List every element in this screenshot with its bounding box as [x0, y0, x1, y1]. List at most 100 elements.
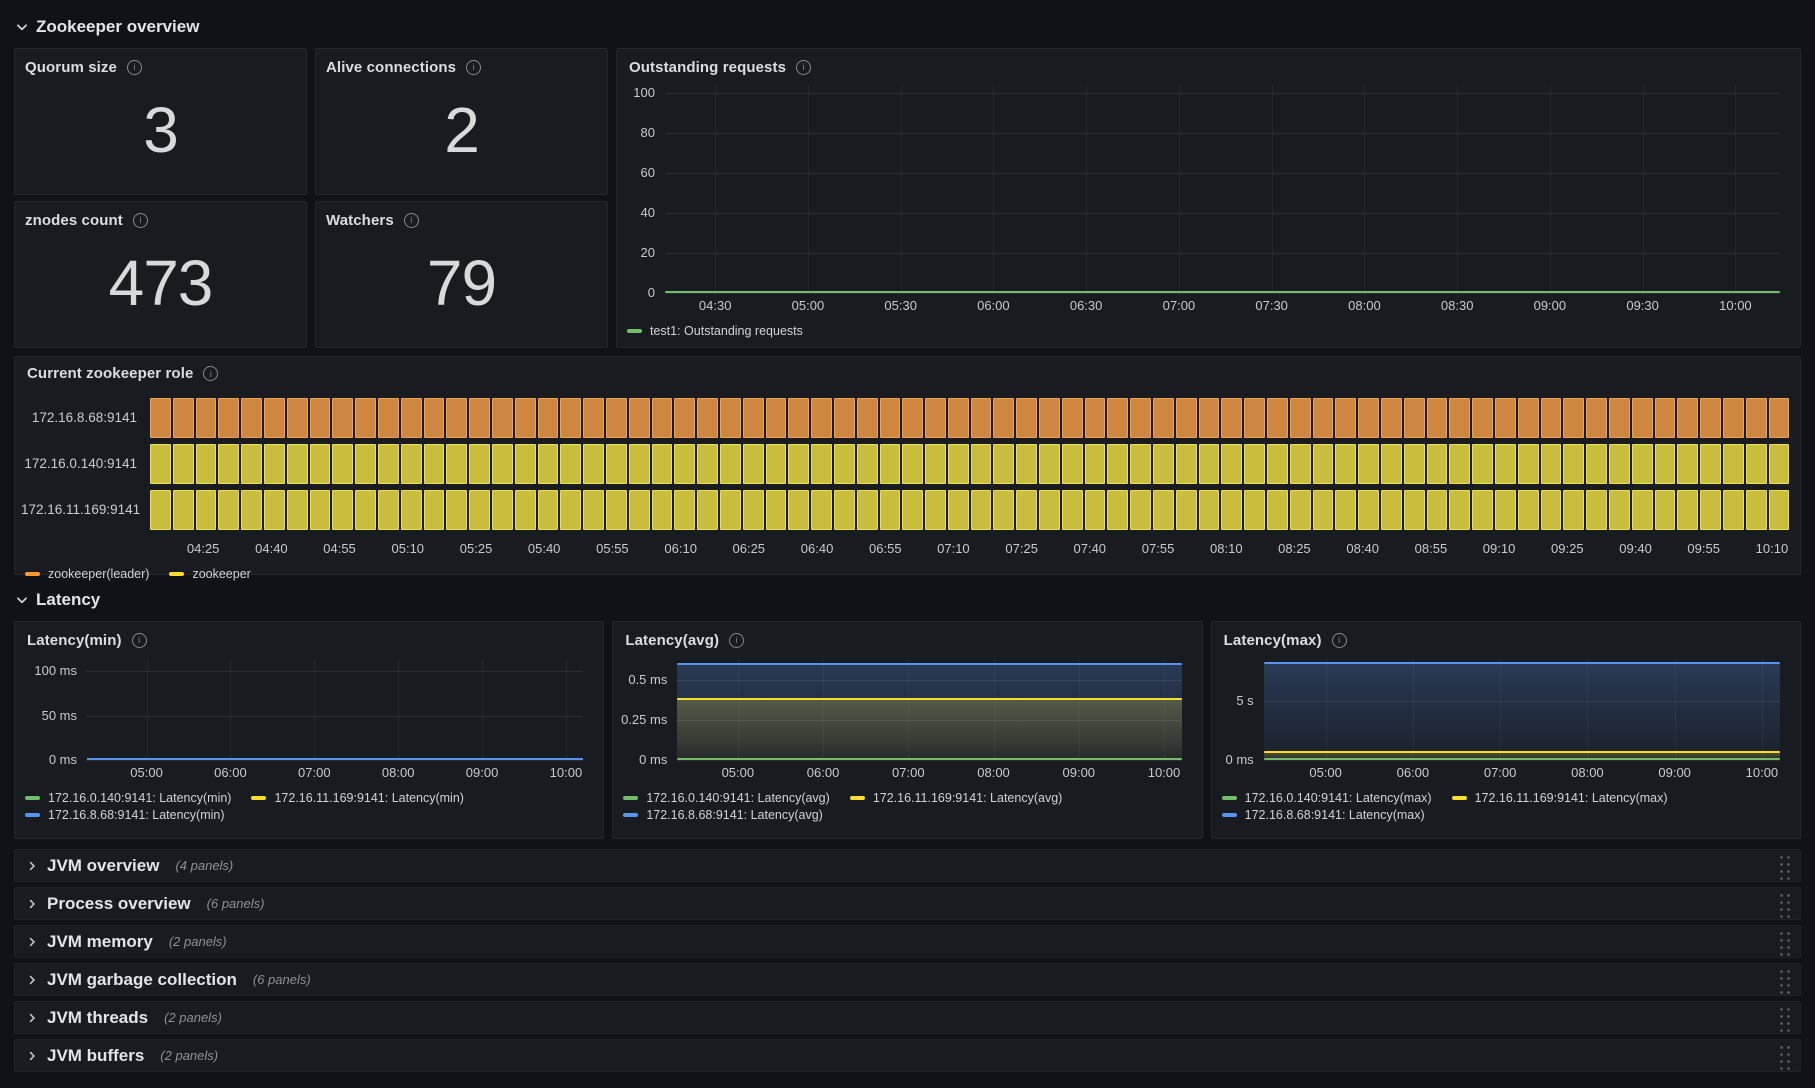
series-line [1263, 662, 1780, 665]
legend-item[interactable]: 172.16.8.68:9141: Latency(avg) [623, 808, 823, 822]
state-segment [537, 490, 559, 530]
row-header-latency[interactable]: Latency [14, 585, 1801, 615]
panel-header[interactable]: Alive connections [320, 51, 603, 77]
row-jvm-threads[interactable]: JVM threads (2 panels) [14, 1001, 1801, 1034]
legend-item[interactable]: 172.16.11.169:9141: Latency(max) [1451, 791, 1668, 805]
legend-item[interactable]: test1: Outstanding requests [627, 324, 803, 338]
state-segment [970, 490, 992, 530]
row-title: Process overview [47, 893, 191, 913]
state-segment [1061, 444, 1083, 484]
legend-item[interactable]: 172.16.0.140:9141: Latency(min) [25, 791, 231, 805]
state-segment [765, 490, 787, 530]
panel-header[interactable]: Current zookeeper role [21, 359, 1790, 382]
state-segment [1768, 444, 1790, 484]
state-segment [1517, 444, 1539, 484]
panel-header[interactable]: Latency(avg) [619, 624, 1191, 650]
gridline [87, 715, 584, 717]
row-jvm-overview[interactable]: JVM overview (4 panels) [14, 849, 1801, 882]
row-jvm-garbage-collection[interactable]: JVM garbage collection (6 panels) [14, 963, 1801, 996]
chevron-right-icon [25, 898, 39, 910]
series-line [665, 291, 1780, 293]
state-segment [1107, 490, 1129, 530]
panel-header[interactable]: znodes count [19, 204, 302, 230]
info-icon[interactable] [1331, 632, 1347, 648]
gridline [1549, 85, 1551, 293]
gridline [482, 658, 484, 760]
info-icon[interactable] [403, 212, 419, 228]
timeline-segments [149, 490, 1790, 530]
drag-handle-icon[interactable] [1778, 854, 1792, 880]
chevron-right-icon [25, 860, 39, 872]
state-segment [491, 398, 513, 438]
gridline [900, 85, 902, 293]
info-icon[interactable] [466, 59, 482, 75]
state-segment [491, 444, 513, 484]
info-icon[interactable] [131, 632, 147, 648]
gridline [1642, 85, 1644, 293]
row-jvm-buffers[interactable]: JVM buffers (2 panels) [14, 1039, 1801, 1072]
stat-value: 473 [108, 246, 214, 319]
panel-header[interactable]: Latency(min) [21, 624, 593, 650]
stat-value: 2 [444, 93, 480, 166]
drag-handle-icon[interactable] [1778, 892, 1792, 918]
x-axis-label: 04:25 [186, 541, 220, 556]
drag-handle-icon[interactable] [1778, 1006, 1792, 1032]
info-icon[interactable] [729, 632, 745, 648]
legend-item[interactable]: zookeeper [169, 567, 251, 581]
gridline [807, 85, 809, 293]
info-icon[interactable] [126, 59, 142, 75]
state-segment [1039, 444, 1060, 484]
series-line [1263, 751, 1780, 754]
drag-handle-icon[interactable] [1778, 1044, 1792, 1070]
panel-current-zookeeper-role: Current zookeeper role 172.16.8.68:91411… [14, 356, 1801, 581]
state-segment [1745, 444, 1767, 484]
state-segment [879, 490, 901, 530]
x-axis-label: 08:00 [381, 765, 415, 780]
legend-item[interactable]: 172.16.0.140:9141: Latency(avg) [623, 791, 830, 805]
state-segment [1244, 490, 1266, 530]
row-process-overview[interactable]: Process overview (6 panels) [14, 887, 1801, 920]
legend-item[interactable]: zookeeper(leader) [25, 567, 149, 581]
info-icon[interactable] [203, 366, 219, 381]
state-segment [1244, 444, 1266, 484]
state-segment [1130, 490, 1152, 530]
legend-item[interactable]: 172.16.11.169:9141: Latency(min) [251, 791, 464, 805]
legend-label: test1: Outstanding requests [650, 324, 803, 338]
drag-handle-icon[interactable] [1778, 930, 1792, 956]
panel-header[interactable]: Quorum size [19, 51, 302, 77]
chevron-right-icon [25, 1012, 39, 1024]
row-jvm-memory[interactable]: JVM memory (2 panels) [14, 925, 1801, 958]
plot-area [1263, 658, 1780, 761]
state-segment [583, 490, 604, 530]
row-header-zookeeper-overview[interactable]: Zookeeper overview [14, 12, 1801, 42]
drag-handle-icon[interactable] [1778, 968, 1792, 994]
state-segment [1540, 444, 1562, 484]
legend-item[interactable]: 172.16.8.68:9141: Latency(min) [25, 808, 225, 822]
panel-header[interactable]: Outstanding requests [623, 51, 1790, 77]
legend-item[interactable]: 172.16.0.140:9141: Latency(max) [1221, 791, 1432, 805]
series-area [1263, 752, 1780, 760]
info-icon[interactable] [796, 59, 812, 75]
legend: 172.16.0.140:9141: Latency(min) 172.16.11… [21, 791, 593, 822]
info-icon[interactable] [132, 212, 148, 228]
panel-header[interactable]: Latency(max) [1218, 624, 1790, 650]
state-segment [1677, 490, 1699, 530]
x-axis-label: 09:55 [1687, 541, 1720, 556]
gridline [1735, 85, 1737, 293]
state-segment [309, 490, 331, 530]
x-axis-label: 07:00 [892, 765, 925, 780]
state-segment [993, 444, 1015, 484]
state-segment [1472, 490, 1494, 530]
panel-header[interactable]: Watchers [320, 204, 603, 230]
legend-item[interactable]: 172.16.8.68:9141: Latency(max) [1221, 808, 1425, 822]
gridline [908, 658, 910, 760]
gridline [1761, 658, 1763, 760]
legend-item[interactable]: 172.16.11.169:9141: Latency(avg) [849, 791, 1062, 805]
